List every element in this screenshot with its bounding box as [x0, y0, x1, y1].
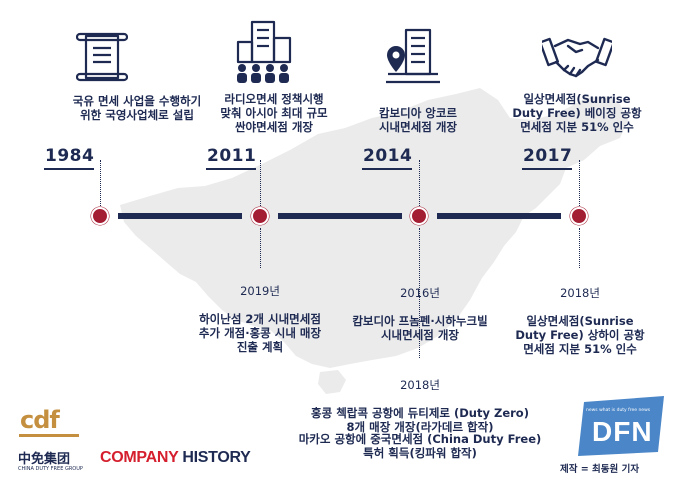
company-history-title: COMPANY HISTORY — [100, 449, 251, 467]
event-2018-shanghai-description: 일상면세점(Sunrise Duty Free) 상하이 공항 면세점 지분 5… — [515, 314, 645, 356]
location-building-icon — [386, 28, 440, 84]
stem-2016-2018 — [419, 228, 420, 358]
year-2017: 2017 — [523, 146, 573, 166]
buildings-icon — [236, 20, 292, 83]
event-2018-macau: 마카오 공항에 중국면세점 (China Duty Free) 특허 획득(킹파… — [282, 418, 558, 474]
cdf-english-name: CHINA DUTY FREE GROUP — [18, 466, 83, 472]
dfn-small-text: news what is duty free news — [586, 408, 651, 413]
cdf-logo: cdf 中免集团 CHINA DUTY FREE GROUP — [16, 406, 96, 476]
event-2016-description: 캄보디아 프놈펜·시하누크빌 시내면세점 개장 — [352, 314, 488, 342]
event-2018-hongkong: 2018년 홍콩 첵랍콕 공항에 듀티제로 (Duty Zero) 8개 매장 … — [290, 364, 550, 448]
scroll-icon — [76, 32, 128, 82]
cdf-logo-text: cdf — [20, 406, 60, 434]
stem-2018-shanghai — [579, 228, 580, 268]
company-word: COMPANY — [100, 449, 179, 466]
history-word: HISTORY — [182, 449, 251, 466]
event-2018-shanghai-year: 2018년 — [560, 286, 600, 300]
event-2011-description: 라디오면세 정책시행 맞춰 아시아 최대 규모 싼야면세점 개장 — [220, 92, 328, 134]
event-2016: 2016년 캄보디아 프놈펜·시하누크빌 시내면세점 개장 — [334, 272, 506, 356]
stem-1984 — [100, 160, 101, 208]
stem-2011 — [260, 160, 261, 208]
year-1984-underline — [44, 168, 94, 170]
timeline-dot-1984 — [91, 207, 109, 225]
timeline-segment-3 — [437, 213, 561, 219]
year-2014-underline — [362, 168, 412, 170]
year-1984: 1984 — [45, 146, 95, 166]
stem-2017 — [579, 160, 580, 208]
timeline-segment-2 — [278, 213, 402, 219]
year-2014: 2014 — [363, 146, 413, 166]
dfn-logo: news what is duty free news DFN — [578, 394, 670, 460]
year-2017-underline — [522, 168, 572, 170]
event-2014-description: 캄보디아 앙코르 시내면세점 개장 — [378, 106, 458, 134]
event-2019-year: 2019년 — [240, 284, 280, 298]
cdf-logo-bar — [19, 434, 79, 437]
cdf-chinese-name: 中免集团 — [18, 452, 71, 467]
handshake-icon — [542, 37, 612, 78]
event-2018-macau-description: 마카오 공항에 중국면세점 (China Duty Free) 특허 획득(킹파… — [298, 432, 542, 460]
dfn-logo-text: DFN — [592, 416, 653, 447]
event-2018-hongkong-description: 홍콩 첵랍콕 공항에 듀티제로 (Duty Zero) 8개 매장 개장(라가데… — [311, 406, 529, 434]
event-2018-shanghai: 2018년 일상면세점(Sunrise Duty Free) 상하이 공항 면세… — [502, 272, 658, 370]
timeline-segment-1 — [118, 213, 242, 219]
event-2019-description: 하이난섬 2개 시내면세점 추가 개점·홍콩 시내 매장 진출 계획 — [198, 312, 322, 354]
event-2016-year: 2016년 — [400, 286, 440, 300]
dfn-logo-shape — [578, 396, 664, 456]
event-2018-hongkong-year: 2018년 — [400, 378, 440, 392]
stem-2019 — [260, 228, 261, 268]
timeline-dot-2011 — [251, 207, 269, 225]
year-2011-underline — [206, 168, 256, 170]
event-1984-description: 국유 면세 사업을 수행하기 위한 국영사업체로 설립 — [72, 94, 202, 122]
year-2011: 2011 — [207, 146, 257, 166]
timeline-dot-2014 — [410, 207, 428, 225]
event-2017-description: 일상면세점(Sunrise Duty Free) 베이징 공항 면세점 지분 5… — [512, 92, 642, 134]
credit-text: 제작 = 최동원 기자 — [560, 464, 640, 475]
stem-2014 — [419, 160, 420, 208]
timeline-dot-2017 — [570, 207, 588, 225]
event-2019: 2019년 하이난섬 2개 시내면세점 추가 개점·홍콩 시내 매장 진출 계획 — [180, 270, 340, 368]
